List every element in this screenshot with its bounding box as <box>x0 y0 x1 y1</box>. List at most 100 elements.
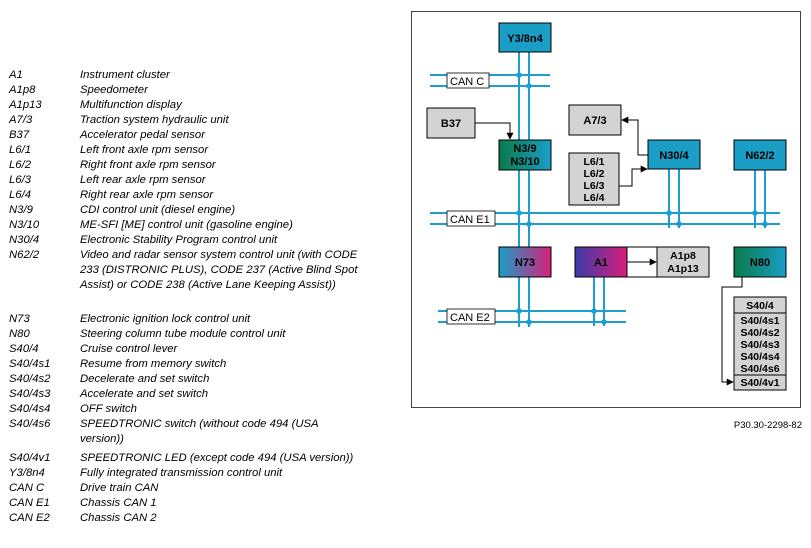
figure-reference: P30.30-2298-82 <box>733 420 802 431</box>
legend-description: Traction system hydraulic unit <box>80 114 229 126</box>
legend-description: Electronic Stability Program control uni… <box>80 234 278 246</box>
legend-description: CDI control unit (diesel engine) <box>80 204 236 216</box>
legend-code: A1p13 <box>9 99 42 111</box>
legend-description: Video and radar sensor system control un… <box>80 249 358 291</box>
legend-code: S40/4 <box>9 343 39 355</box>
svg-text:S40/4: S40/4 <box>746 300 774 312</box>
legend-code: A1p8 <box>9 84 36 96</box>
legend-code: L6/3 <box>9 174 31 186</box>
unit-a7-3: A7/3 <box>568 104 622 136</box>
legend-description: SPEEDTRONIC LED (except code 494 (USA ve… <box>80 452 354 464</box>
legend-description: Steering column tube module control unit <box>80 328 286 340</box>
unit-n80: N80 <box>733 246 787 278</box>
legend-code: L6/2 <box>9 159 31 171</box>
svg-text:CAN C: CAN C <box>450 76 484 88</box>
unit-s40-4: S40/4 <box>733 296 787 314</box>
legend-description: Accelerate and set switch <box>80 388 209 400</box>
legend-code: N3/9 <box>9 204 33 216</box>
unit-n3-9-n3-10: N3/9 N3/10 <box>498 139 552 171</box>
svg-text:CAN E1: CAN E1 <box>450 214 490 226</box>
legend-description: Chassis CAN 1 <box>80 497 157 509</box>
svg-text:S40/4s4: S40/4s4 <box>740 351 779 363</box>
svg-text:L6/3: L6/3 <box>583 180 604 192</box>
legend-description: Left rear axle rpm sensor <box>80 174 206 186</box>
svg-text:N80: N80 <box>750 257 770 269</box>
svg-text:A1: A1 <box>594 257 608 269</box>
unit-s40-4v1: S40/4v1 <box>733 374 787 391</box>
unit-b37: B37 <box>426 107 476 139</box>
svg-text:L6/2: L6/2 <box>583 168 604 180</box>
legend-code: N3/10 <box>9 219 40 231</box>
svg-text:B37: B37 <box>441 118 461 130</box>
legend-description: Decelerate and set switch <box>80 373 210 385</box>
legend-description: Electronic ignition lock control unit <box>80 313 251 325</box>
unit-n73: N73 <box>498 246 552 278</box>
svg-text:L6/4: L6/4 <box>583 192 604 204</box>
unit-n62-2: N62/2 <box>733 139 787 171</box>
svg-text:S40/4s6: S40/4s6 <box>740 363 779 375</box>
legend-code: S40/4s1 <box>9 358 51 370</box>
signal-arrows <box>475 116 743 386</box>
svg-text:L6/1: L6/1 <box>583 156 604 168</box>
legend-description: Multifunction display <box>80 99 182 111</box>
legend-description: Accelerator pedal sensor <box>80 129 205 141</box>
svg-text:N30/4: N30/4 <box>659 150 689 162</box>
can-e1-label: CAN E1 <box>446 210 496 227</box>
unit-a1: A1 <box>574 246 628 278</box>
can-c-label: CAN C <box>446 72 490 89</box>
legend-description: Right rear axle rpm sensor <box>80 189 214 201</box>
svg-text:Y3/8n4: Y3/8n4 <box>507 33 543 45</box>
legend-code: A7/3 <box>9 114 33 126</box>
svg-text:A1p8: A1p8 <box>670 250 696 262</box>
svg-text:S40/4s1: S40/4s1 <box>740 315 779 327</box>
svg-text:S40/4s2: S40/4s2 <box>740 327 779 339</box>
legend-code: S40/4s4 <box>9 403 51 415</box>
legend-code: CAN E1 <box>9 497 50 509</box>
svg-text:N73: N73 <box>515 257 535 269</box>
unit-a1p8-a1p13: A1p8 A1p13 <box>656 246 710 278</box>
legend-description: Instrument cluster <box>80 69 170 81</box>
legend-code: CAN E2 <box>9 512 50 524</box>
legend-description: Cruise control lever <box>80 343 178 355</box>
svg-text:S40/4v1: S40/4v1 <box>740 377 779 389</box>
legend-description: Right front axle rpm sensor <box>80 159 216 171</box>
legend-code: N30/4 <box>9 234 40 246</box>
legend-code: L6/1 <box>9 144 31 156</box>
legend-description: Drive train CAN <box>80 482 159 494</box>
legend-code: S40/4v1 <box>9 452 51 464</box>
unit-l6-sensors: L6/1 L6/2 L6/3 L6/4 <box>568 152 620 206</box>
legend-description: Chassis CAN 2 <box>80 512 157 524</box>
svg-text:A1p13: A1p13 <box>667 263 699 275</box>
legend-description: Resume from memory switch <box>80 358 227 370</box>
legend-code: Y3/8n4 <box>9 467 45 479</box>
unit-s40-switches: S40/4s1 S40/4s2 S40/4s3 S40/4s4 S40/4s6 <box>733 312 787 376</box>
legend-code: S40/4s6 <box>9 418 51 430</box>
legend-code: CAN C <box>9 482 45 494</box>
can-e2-label: CAN E2 <box>446 308 496 325</box>
legend-code: B37 <box>9 129 30 141</box>
legend-code: N62/2 <box>9 249 40 261</box>
legend-code: S40/4s2 <box>9 373 51 385</box>
legend-code: N80 <box>9 328 30 340</box>
bus-drop-lines <box>518 50 766 327</box>
legend-code: L6/4 <box>9 189 31 201</box>
legend-description: ME-SFI [ME] control unit (gasoline engin… <box>80 219 293 231</box>
legend-description: OFF switch <box>80 403 137 415</box>
legend-code: S40/4s3 <box>9 388 51 400</box>
svg-text:N3/9: N3/9 <box>513 143 536 155</box>
svg-text:N62/2: N62/2 <box>745 150 774 162</box>
unit-n30-4: N30/4 <box>647 139 701 170</box>
svg-text:S40/4s3: S40/4s3 <box>740 339 779 351</box>
legend-description: SPEEDTRONIC switch (without code 494 (US… <box>80 418 319 445</box>
legend-code: A1 <box>9 69 23 81</box>
unit-y3-8n4: Y3/8n4 <box>498 22 552 53</box>
legend-description: Speedometer <box>80 84 148 96</box>
svg-text:N3/10: N3/10 <box>510 156 539 168</box>
legend-description: Fully integrated transmission control un… <box>80 467 283 479</box>
legend-code: N73 <box>9 313 30 325</box>
junction-dots <box>516 72 768 325</box>
legend-description: Left front axle rpm sensor <box>80 144 209 156</box>
svg-text:CAN E2: CAN E2 <box>450 312 490 324</box>
